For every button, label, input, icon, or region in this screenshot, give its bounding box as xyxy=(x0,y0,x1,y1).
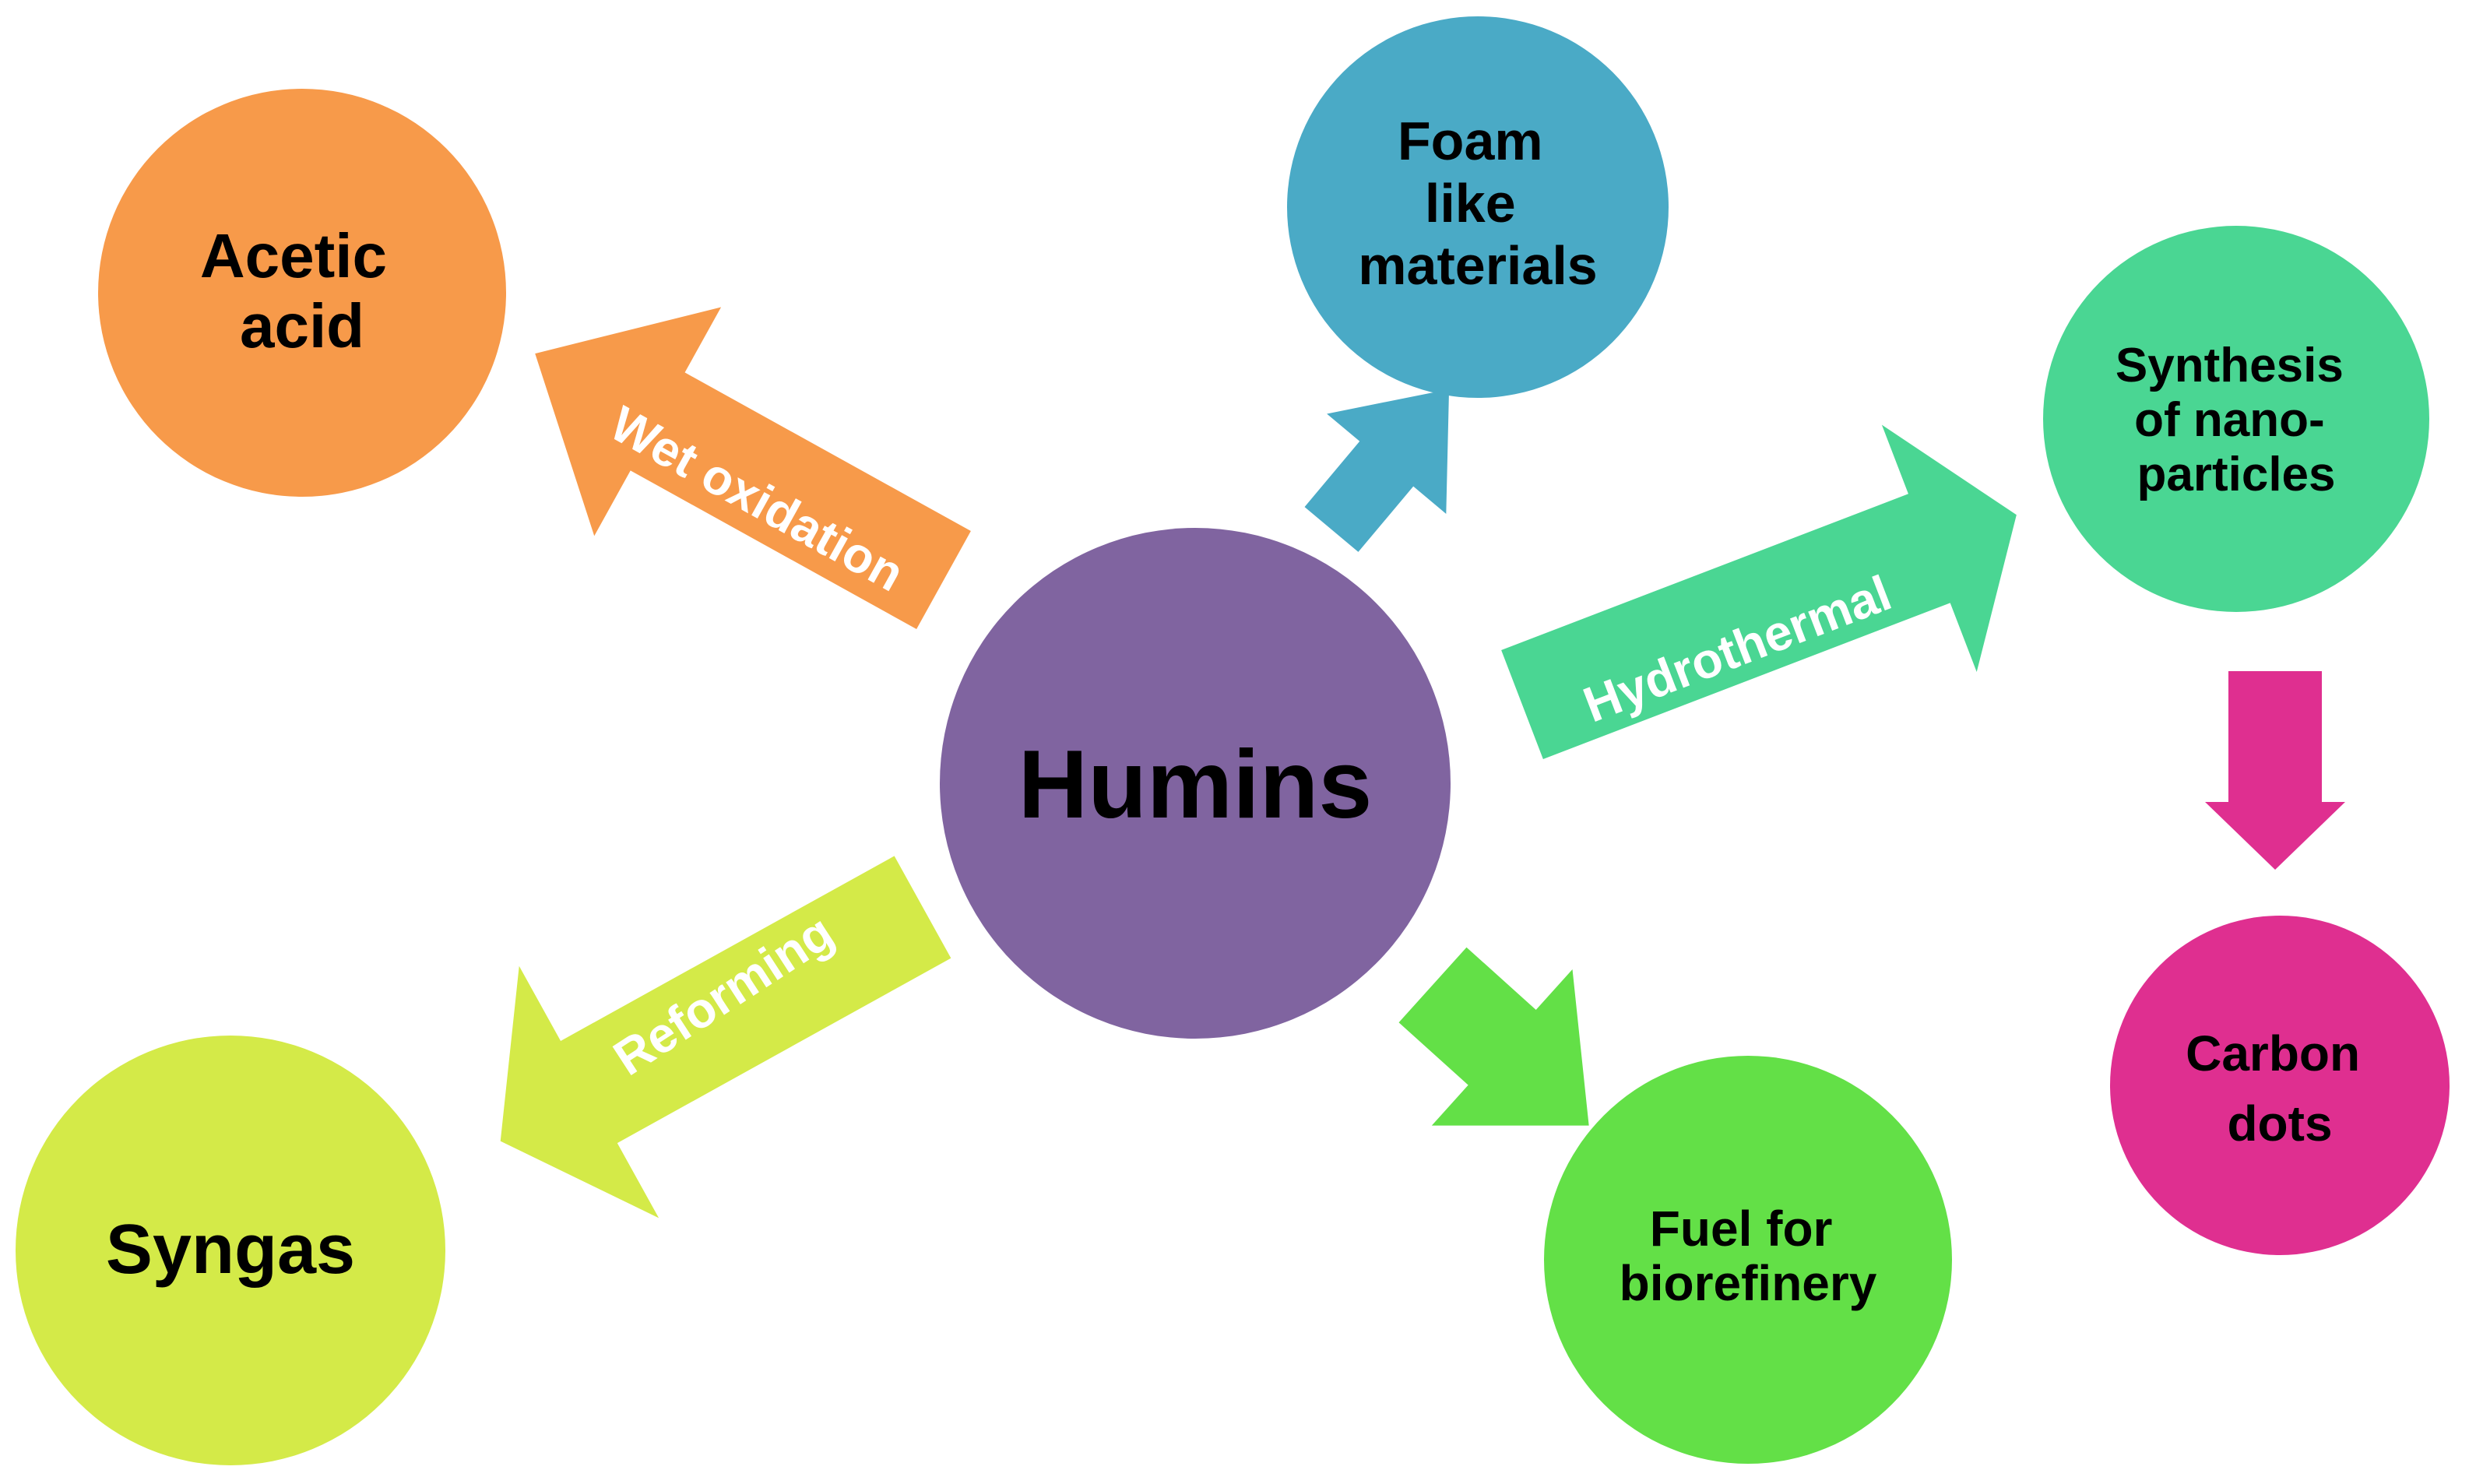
svg-text:Fuel for biorefinery: Fuel for biorefinery xyxy=(1620,1201,1877,1311)
arrow-fuel xyxy=(1398,947,1589,1126)
node-fuel-line-1: Fuel for xyxy=(1650,1201,1833,1257)
node-syngas-line-1: Syngas xyxy=(106,1211,355,1289)
node-foam-line-1: Foam xyxy=(1398,111,1543,171)
node-nanoparticles-line-2: of nano- xyxy=(2134,393,2325,447)
node-carbon-dots: Carbon dots xyxy=(2110,916,2450,1255)
node-nanoparticles: Synthesis of nano- particles xyxy=(2043,226,2429,612)
arrow-fuel-shape xyxy=(1398,947,1589,1126)
node-fuel-line-2: biorefinery xyxy=(1620,1255,1877,1311)
svg-text:Acetic acid: Acetic acid xyxy=(200,221,404,360)
node-humins-label: Humins xyxy=(1018,731,1373,839)
svg-text:Foam like material: Foam like materials xyxy=(1358,111,1597,296)
node-foam-line-3: materials xyxy=(1358,235,1597,296)
arrow-reforming xyxy=(500,856,951,1218)
arrow-hydrothermal xyxy=(1501,424,2017,760)
arrow-down xyxy=(2205,671,2345,870)
node-nanoparticles-line-1: Synthesis xyxy=(2116,339,2344,392)
node-foam-circle xyxy=(1287,16,1669,398)
svg-text:Synthesis of nano-: Synthesis of nano- particles xyxy=(2116,339,2357,501)
node-syngas: Syngas xyxy=(16,1036,445,1465)
svg-text:Carbon dots: Carbon dots xyxy=(2186,1025,2374,1152)
node-acetic-acid: Acetic acid xyxy=(98,89,506,497)
node-humins-circle xyxy=(940,528,1451,1039)
node-foam-line-2: like xyxy=(1425,173,1516,234)
node-fuel-circle xyxy=(1544,1056,1952,1464)
arrow-hydrothermal-shape xyxy=(1501,424,2017,760)
node-nanoparticles-circle xyxy=(2043,226,2429,612)
arrow-down-shape xyxy=(2205,671,2345,870)
arrow-wet-oxidation xyxy=(535,307,971,629)
node-foam: Foam like materials xyxy=(1287,16,1669,398)
node-nanoparticles-line-3: particles xyxy=(2137,448,2335,501)
node-syngas-circle xyxy=(16,1036,445,1465)
arrow-foam xyxy=(1304,389,1450,552)
arrow-foam-shape xyxy=(1304,389,1450,552)
arrow-reforming-shape xyxy=(500,856,951,1218)
node-humins: Humins xyxy=(940,528,1451,1039)
node-acetic-acid-circle xyxy=(98,89,506,497)
node-fuel: Fuel for biorefinery xyxy=(1544,1056,1952,1464)
node-carbon-dots-line-1: Carbon xyxy=(2186,1025,2360,1081)
svg-text:Syngas: Syngas xyxy=(106,1211,355,1289)
node-carbon-dots-line-2: dots xyxy=(2227,1095,2332,1152)
node-carbon-dots-circle xyxy=(2110,916,2450,1255)
node-acetic-acid-line-2: acid xyxy=(240,291,364,360)
arrow-wet-oxidation-shape xyxy=(535,307,971,629)
node-acetic-acid-line-1: Acetic xyxy=(200,221,387,290)
